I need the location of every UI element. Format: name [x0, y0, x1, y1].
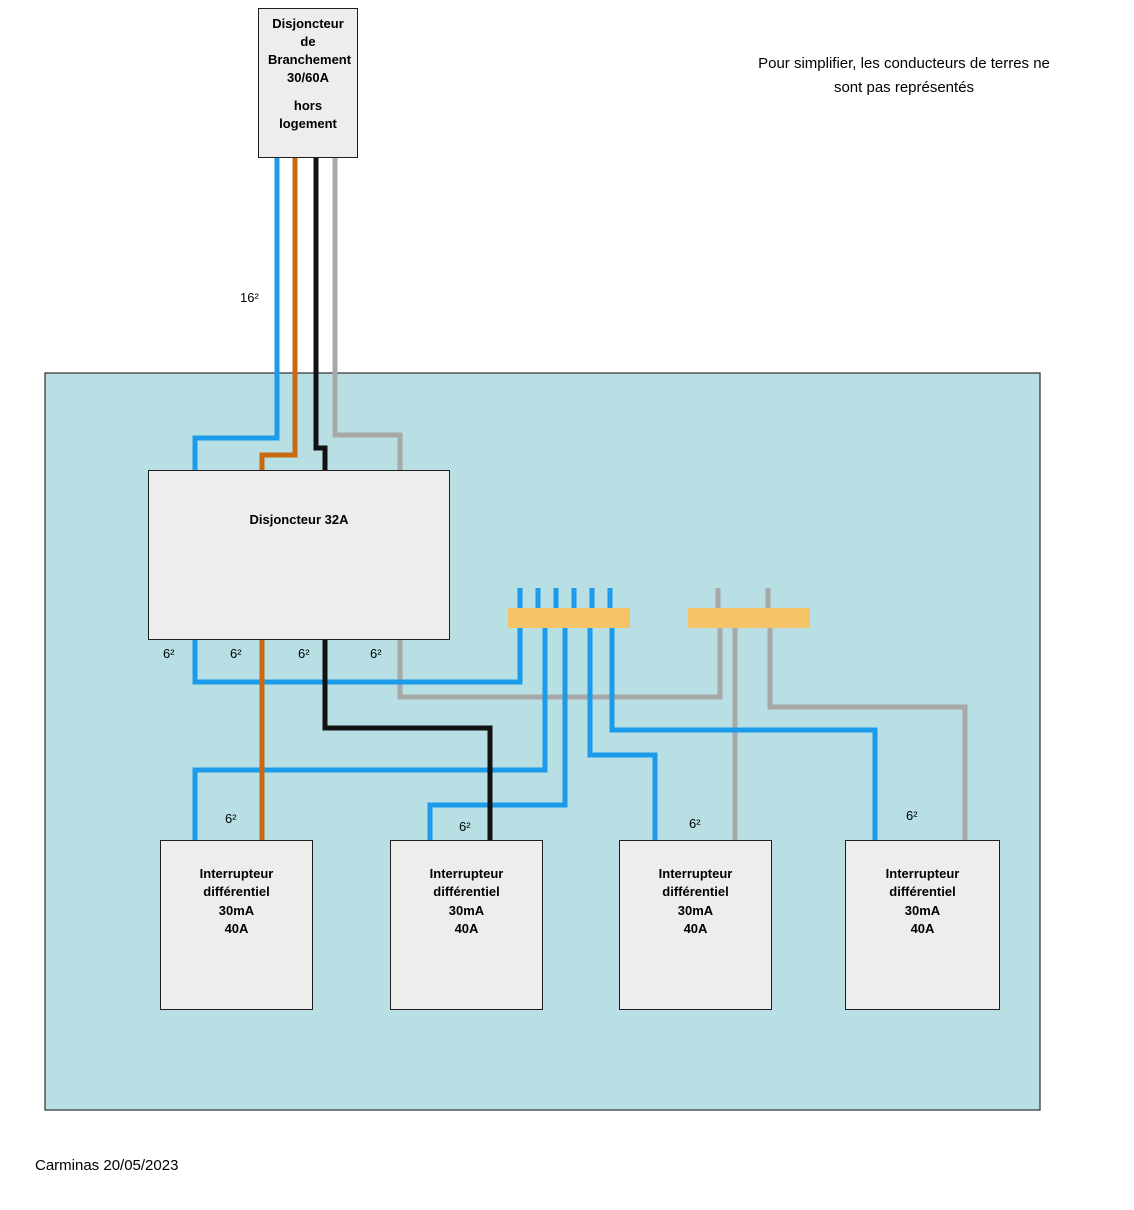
main-breaker-box: Disjoncteur de Branchement 30/60A hors l…	[258, 8, 358, 158]
rcd-rating: 40A	[224, 921, 249, 937]
rcd-sensitivity: 30mA	[218, 902, 255, 918]
wire-orange-supply	[259, 150, 298, 480]
wire-blue-busbar1-to-rcd2	[427, 614, 568, 846]
rcd-title: Interrupteur différentiel	[658, 866, 733, 900]
main-breaker-title: Disjoncteur de Branchement	[268, 16, 352, 67]
rcd-rating: 40A	[683, 921, 708, 937]
wire-blue-busbar1-to-rcd3	[587, 614, 658, 846]
rcd-title: Interrupteur différentiel	[885, 866, 960, 900]
busbar-2	[688, 608, 810, 628]
wire-gray-busbar2-to-rcd4	[767, 612, 968, 846]
rcd-title: Interrupteur différentiel	[199, 866, 274, 900]
wire-size-label-feed: 16²	[240, 290, 259, 305]
wire-black-breaker-to-rcd2	[322, 634, 493, 846]
rcd-sensitivity: 30mA	[904, 902, 941, 918]
rcd-rating: 40A	[454, 921, 479, 937]
rcd-box-2: Interrupteur différentiel 30mA 40A	[390, 840, 543, 1010]
main-breaker-rating: 30/60A	[287, 69, 329, 85]
wire-size-label-branch-1: 6²	[163, 646, 175, 661]
wire-black-supply	[313, 150, 328, 480]
wire-blue-busbar1-to-rcd1	[192, 614, 548, 846]
breaker-32a-label: Disjoncteur 32A	[249, 512, 349, 527]
wire-blue-busbar1-to-rcd4	[609, 614, 878, 846]
main-breaker-location: hors logement	[279, 97, 337, 131]
breaker-32a-box: Disjoncteur 32A	[148, 470, 450, 640]
rcd-box-1: Interrupteur différentiel 30mA 40A	[160, 840, 313, 1010]
wire-blue-breaker-to-busbar1	[192, 614, 523, 685]
wire-size-label-branch-3: 6²	[298, 646, 310, 661]
wire-size-label-rcd4: 6²	[906, 808, 918, 823]
rcd-box-4: Interrupteur différentiel 30mA 40A	[845, 840, 1000, 1010]
wire-size-label-branch-2: 6²	[230, 646, 242, 661]
wire-blue-supply	[192, 150, 280, 480]
wire-size-label-rcd1: 6²	[225, 811, 237, 826]
wire-size-label-rcd2: 6²	[459, 819, 471, 834]
rcd-sensitivity: 30mA	[677, 902, 714, 918]
wire-size-label-branch-4: 6²	[370, 646, 382, 661]
earth-conductors-note: Pour simplifier, les conducteurs de terr…	[758, 55, 1050, 96]
rcd-sensitivity: 30mA	[448, 902, 485, 918]
wire-size-label-rcd3: 6²	[689, 816, 701, 831]
rcd-rating: 40A	[910, 921, 935, 937]
rcd-title: Interrupteur différentiel	[429, 866, 504, 900]
author-credit: Carminas 20/05/2023	[35, 1157, 179, 1174]
rcd-box-3: Interrupteur différentiel 30mA 40A	[619, 840, 772, 1010]
busbar-1	[508, 608, 630, 628]
